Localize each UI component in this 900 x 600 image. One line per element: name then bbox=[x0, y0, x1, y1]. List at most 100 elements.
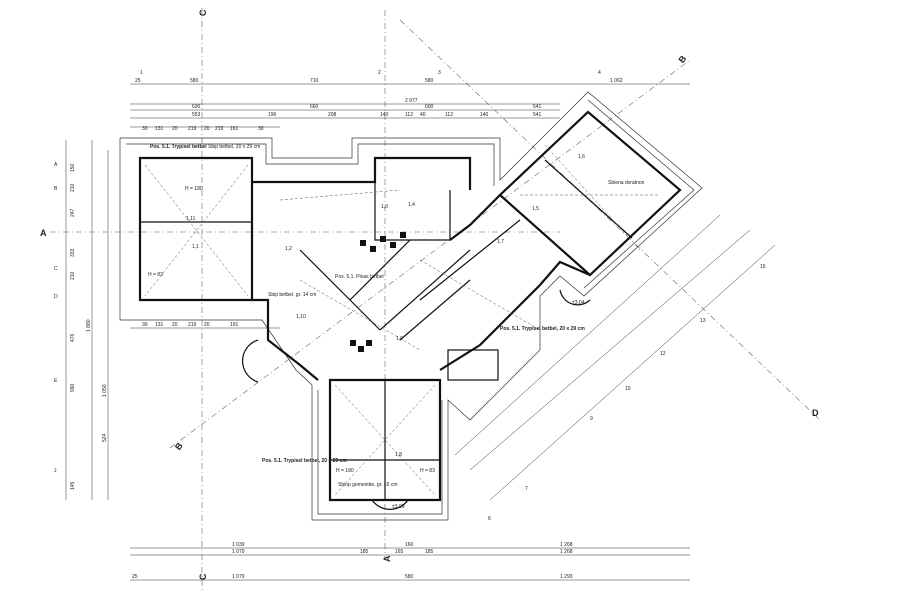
section-c-top: C bbox=[198, 9, 208, 16]
svg-text:E: E bbox=[54, 378, 58, 384]
svg-text:580: 580 bbox=[190, 78, 199, 84]
svg-text:247: 247 bbox=[70, 208, 76, 217]
svg-text:20: 20 bbox=[204, 126, 210, 132]
svg-text:476: 476 bbox=[70, 333, 76, 342]
svg-text:10: 10 bbox=[625, 386, 631, 392]
svg-text:131: 131 bbox=[155, 322, 164, 328]
svg-text:219: 219 bbox=[188, 126, 197, 132]
svg-text:15: 15 bbox=[760, 264, 766, 270]
svg-text:710: 710 bbox=[310, 78, 319, 84]
svg-text:553: 553 bbox=[192, 112, 201, 118]
svg-text:165: 165 bbox=[395, 549, 404, 555]
svg-text:1 268: 1 268 bbox=[560, 542, 573, 548]
svg-text:1,9: 1,9 bbox=[396, 336, 403, 342]
section-markers: C C A B D B A bbox=[40, 9, 819, 580]
top-dimensions: 25 580 710 580 1 062 2 977 630 660 600 5… bbox=[130, 70, 690, 132]
walls bbox=[138, 110, 682, 510]
room-labels: Pos. 5.1. Trypisel betbel Sbip betbel, 2… bbox=[148, 144, 645, 510]
svg-text:333: 333 bbox=[70, 248, 76, 257]
svg-text:Sbip betbel, 20 x 29 cm: Sbip betbel, 20 x 29 cm bbox=[208, 144, 260, 150]
svg-text:25: 25 bbox=[132, 574, 138, 580]
svg-text:D: D bbox=[54, 294, 58, 300]
svg-text:185: 185 bbox=[360, 549, 369, 555]
svg-text:1: 1 bbox=[140, 70, 143, 76]
svg-text:145: 145 bbox=[70, 481, 76, 490]
svg-text:40: 40 bbox=[420, 112, 426, 118]
svg-text:1 293: 1 293 bbox=[560, 574, 573, 580]
svg-text:20: 20 bbox=[172, 322, 178, 328]
left-dimensions: 150 210 247 333 210 1 880 476 990 1 050 … bbox=[54, 140, 109, 500]
svg-text:140: 140 bbox=[480, 112, 489, 118]
svg-text:1,2: 1,2 bbox=[285, 246, 292, 252]
svg-text:160: 160 bbox=[405, 542, 414, 548]
svg-text:13: 13 bbox=[700, 318, 706, 324]
svg-text:150: 150 bbox=[70, 163, 76, 172]
svg-text:9: 9 bbox=[590, 416, 593, 422]
svg-text:1,8: 1,8 bbox=[395, 452, 402, 458]
svg-text:541: 541 bbox=[533, 112, 542, 118]
svg-text:660: 660 bbox=[310, 104, 319, 110]
svg-text:4: 4 bbox=[598, 70, 601, 76]
svg-text:20: 20 bbox=[172, 126, 178, 132]
svg-text:1,11: 1,11 bbox=[186, 216, 196, 222]
svg-text:A: A bbox=[54, 162, 58, 168]
svg-text:Sbiop gemeinbe, gr. 16 cm: Sbiop gemeinbe, gr. 16 cm bbox=[338, 482, 397, 488]
svg-text:1 079: 1 079 bbox=[232, 574, 245, 580]
svg-text:Sbiena dvratnon: Sbiena dvratnon bbox=[608, 180, 645, 186]
section-a-bottom: A bbox=[382, 555, 392, 562]
svg-text:600: 600 bbox=[425, 104, 434, 110]
svg-text:20: 20 bbox=[204, 322, 210, 328]
svg-text:Pos. 5.1. Trypisel betbel: Pos. 5.1. Trypisel betbel bbox=[150, 144, 207, 150]
svg-text:630: 630 bbox=[192, 104, 201, 110]
svg-text:219: 219 bbox=[188, 322, 197, 328]
svg-text:12: 12 bbox=[660, 351, 666, 357]
svg-text:Sbip betbel, gr. 14 cm: Sbip betbel, gr. 14 cm bbox=[268, 292, 316, 298]
section-b-left: B bbox=[173, 440, 185, 452]
svg-text:140: 140 bbox=[380, 112, 389, 118]
svg-text:6: 6 bbox=[488, 516, 491, 522]
svg-text:161: 161 bbox=[230, 126, 239, 132]
svg-text:1,4: 1,4 bbox=[408, 202, 415, 208]
svg-text:Pos. 5.1. Trypisel betbel, 20: Pos. 5.1. Trypisel betbel, 20 x 29 cm bbox=[262, 458, 347, 464]
svg-text:30: 30 bbox=[142, 126, 148, 132]
svg-text:580: 580 bbox=[425, 78, 434, 84]
bottom-dimensions: 1 039 160 1 268 1 079 185 165 185 1 268 … bbox=[130, 322, 690, 581]
right-dimensions: 15 13 12 10 9 7 6 bbox=[454, 214, 776, 522]
svg-text:990: 990 bbox=[70, 383, 76, 392]
svg-text:210: 210 bbox=[70, 271, 76, 280]
svg-text:1,1: 1,1 bbox=[192, 244, 199, 250]
svg-text:1,5: 1,5 bbox=[532, 206, 539, 212]
svg-text:C: C bbox=[54, 266, 58, 272]
svg-text:210: 210 bbox=[70, 183, 76, 192]
svg-text:30: 30 bbox=[258, 126, 264, 132]
svg-text:1 062: 1 062 bbox=[610, 78, 623, 84]
svg-text:30: 30 bbox=[142, 322, 148, 328]
svg-text:112: 112 bbox=[405, 112, 413, 118]
svg-text:J: J bbox=[54, 468, 57, 474]
svg-text:7: 7 bbox=[525, 486, 528, 492]
svg-text:±3,04: ±3,04 bbox=[572, 300, 585, 306]
svg-text:208: 208 bbox=[328, 112, 337, 118]
stair-hatch bbox=[350, 232, 406, 352]
section-a-left: A bbox=[40, 228, 47, 238]
svg-text:541: 541 bbox=[533, 104, 542, 110]
svg-text:219: 219 bbox=[215, 126, 224, 132]
roof-outline bbox=[119, 91, 703, 521]
svg-text:2: 2 bbox=[378, 70, 381, 76]
svg-text:±3,09: ±3,09 bbox=[392, 504, 405, 510]
svg-text:131: 131 bbox=[155, 126, 164, 132]
svg-text:185: 185 bbox=[425, 549, 434, 555]
section-b-top-right: B bbox=[676, 53, 688, 65]
svg-text:1 050: 1 050 bbox=[102, 384, 108, 397]
svg-text:Pos. 5.1. Ploas betbel: Pos. 5.1. Ploas betbel bbox=[335, 274, 384, 280]
svg-text:H = 83: H = 83 bbox=[420, 468, 435, 474]
svg-text:1,3: 1,3 bbox=[381, 204, 388, 210]
svg-text:1,7: 1,7 bbox=[497, 239, 504, 245]
section-c-bottom: C bbox=[198, 573, 208, 580]
svg-text:25: 25 bbox=[135, 78, 141, 84]
svg-text:191: 191 bbox=[230, 322, 239, 328]
slab-lines bbox=[144, 144, 660, 496]
svg-text:1,10: 1,10 bbox=[296, 314, 306, 320]
svg-text:196: 196 bbox=[268, 112, 277, 118]
svg-text:B: B bbox=[54, 186, 58, 192]
